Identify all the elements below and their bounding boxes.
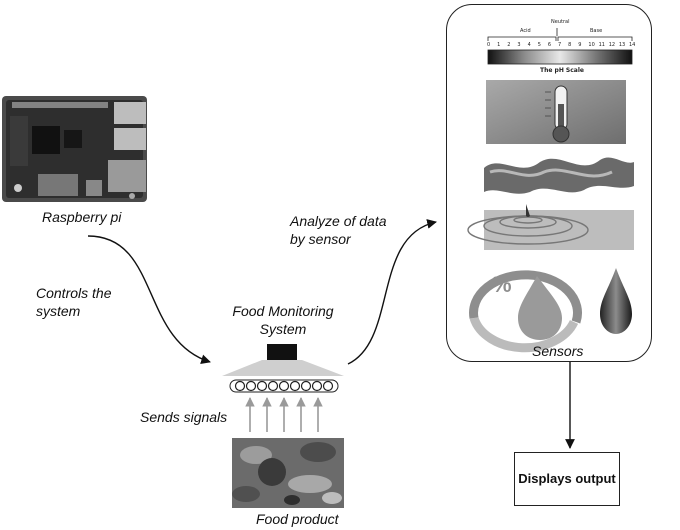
- ph-tick-14: 14: [629, 42, 636, 48]
- sends-signals-label: Sends signals: [140, 409, 228, 425]
- ph-neutral-label: Neutral: [551, 19, 570, 25]
- sensors-panel: [446, 4, 652, 362]
- ph-tick-0: 0: [487, 42, 491, 48]
- raspberry-pi-label: Raspberry pi: [42, 209, 122, 225]
- ph-tick-10: 10: [588, 42, 595, 48]
- displays-output-box: Displays output: [514, 452, 620, 506]
- sensors-label: Sensors: [532, 343, 584, 359]
- food-product-label: Food product: [256, 511, 339, 527]
- ph-tick-3: 3: [517, 42, 521, 48]
- ph-acid-label: Acid: [520, 28, 531, 34]
- ph-tick-6: 6: [547, 42, 552, 48]
- analyze-label: Analyze of data by sensor: [290, 213, 387, 247]
- ph-base-label: Base: [590, 28, 603, 34]
- ph-tick-11: 11: [598, 42, 605, 48]
- ph-tick-9: 9: [578, 42, 582, 48]
- ph-tick-13: 13: [618, 42, 626, 48]
- ph-tick-4: 4: [527, 42, 531, 48]
- ph-tick-2: 2: [507, 42, 511, 48]
- controls-label: Controls the system: [36, 285, 112, 319]
- ph-tick-8: 8: [568, 42, 572, 48]
- humidity-percent-symbol: %: [492, 272, 512, 297]
- ph-tick-5: 5: [537, 42, 541, 48]
- signal-arrows: [245, 397, 323, 432]
- ph-tick-7: 7: [558, 42, 562, 48]
- ph-tick-12: 12: [608, 42, 616, 48]
- ph-scale-title: The pH Scale: [540, 67, 584, 74]
- monitoring-system-label: Food Monitoring System: [232, 303, 334, 337]
- ph-tick-1: 1: [497, 42, 501, 48]
